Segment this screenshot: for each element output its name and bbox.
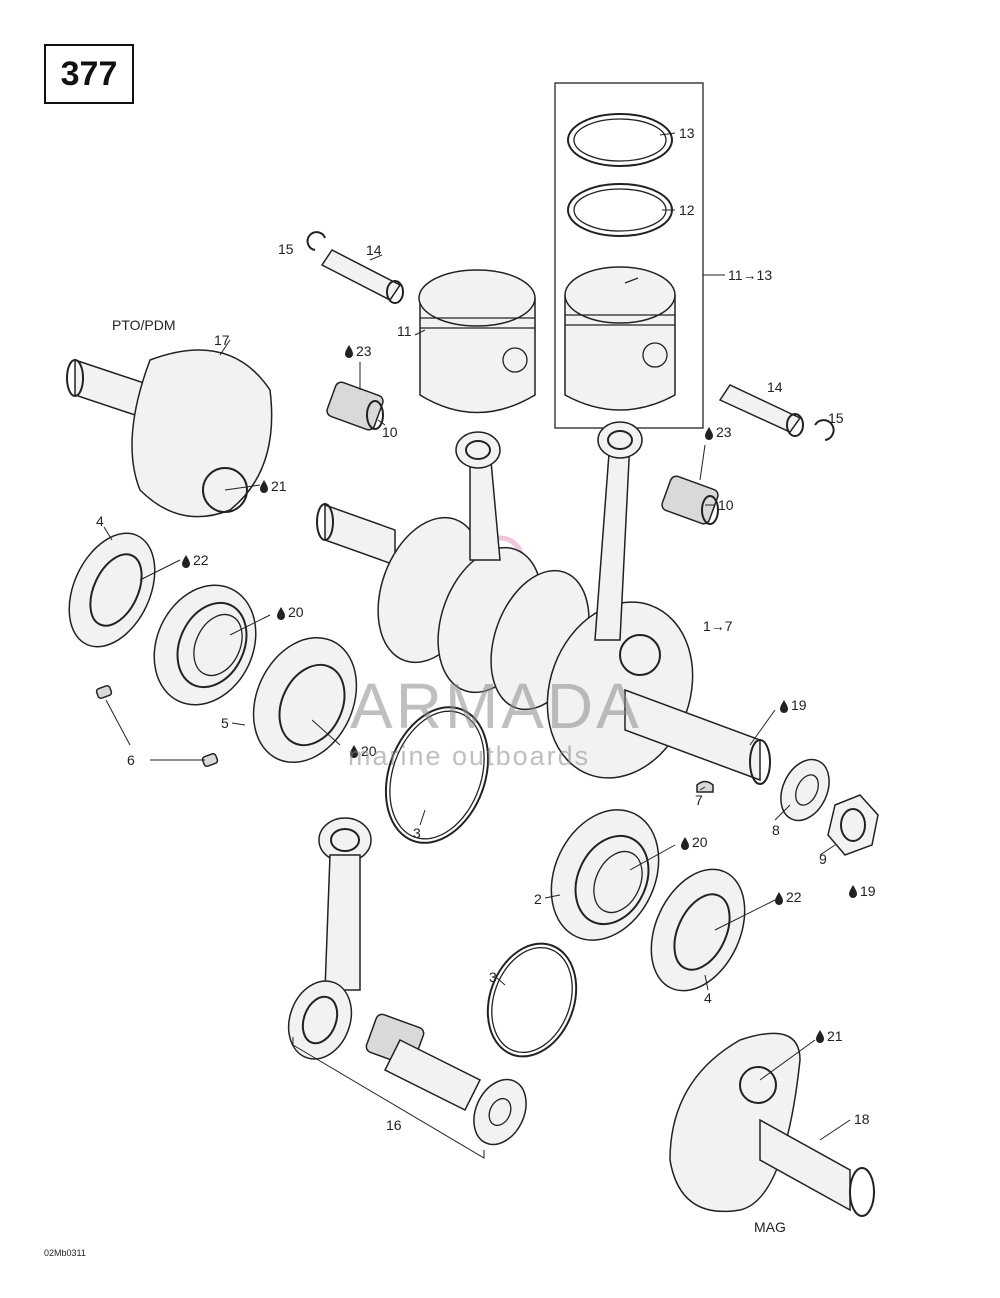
ball-bearing-20a <box>252 636 358 764</box>
label-21a: 21 <box>271 478 287 494</box>
ball-bearing-2 <box>550 809 660 941</box>
footer-code: 02Mb0311 <box>44 1248 86 1258</box>
oil-drop-icon <box>816 1030 824 1043</box>
label-7: 7 <box>695 792 703 808</box>
oil-drop-icon <box>681 837 689 850</box>
label-19a: 19 <box>791 697 807 713</box>
label-8: 8 <box>772 822 780 838</box>
label-10b: 10 <box>718 497 734 513</box>
label-6: 6 <box>127 752 135 768</box>
dowel-6a <box>95 685 113 699</box>
label-3a: 3 <box>413 825 421 841</box>
label-5: 5 <box>221 715 229 731</box>
oil-drop-icon <box>277 607 285 620</box>
label-4a: 4 <box>96 513 104 529</box>
o-ring-3a <box>384 706 490 844</box>
label-23b: 23 <box>716 424 732 440</box>
washer-8 <box>780 758 830 822</box>
oil-seal-4a <box>68 532 156 648</box>
label-10a: 10 <box>382 424 398 440</box>
oil-drop-icon <box>705 427 713 440</box>
label-23a: 23 <box>356 343 372 359</box>
piston-pin-14a <box>320 249 404 304</box>
label-17: 17 <box>214 332 230 348</box>
label-22a: 22 <box>193 552 209 568</box>
label-mag: MAG <box>754 1219 786 1235</box>
label-19b: 19 <box>860 883 876 899</box>
label-12: 12 <box>679 202 695 218</box>
label-21b: 21 <box>827 1028 843 1044</box>
label-13: 13 <box>679 125 695 141</box>
oil-drop-icon <box>849 885 857 898</box>
needle-bearing-10b <box>661 475 719 525</box>
label-20a: 20 <box>288 604 304 620</box>
label-11: 11 <box>397 323 412 339</box>
label-crank-set: 1→7 <box>703 618 733 634</box>
label-9: 9 <box>819 851 827 867</box>
piston-11 <box>418 269 536 414</box>
label-3b: 3 <box>489 969 497 985</box>
oil-drop-icon <box>780 700 788 713</box>
oil-drop-icon <box>775 892 783 905</box>
key-7 <box>696 780 714 793</box>
label-20c: 20 <box>692 834 708 850</box>
label-pto: PTO/PDM <box>112 317 176 333</box>
nut-9 <box>827 794 879 856</box>
crank-half-18 <box>669 1032 875 1217</box>
label-18: 18 <box>854 1111 870 1127</box>
clip-15b <box>814 419 835 441</box>
label-16: 16 <box>386 1117 402 1133</box>
watermark-brand: ARMADA <box>350 670 642 742</box>
label-14a: 14 <box>366 242 382 258</box>
oil-seal-4b <box>650 868 746 992</box>
oil-drop-icon <box>345 345 353 358</box>
watermark-tagline: marine outboards <box>348 741 590 771</box>
label-15b: 15 <box>828 410 844 426</box>
label-20b: 20 <box>361 743 377 759</box>
page-number: 377 <box>60 54 118 93</box>
page-number-box: 377 <box>44 44 134 104</box>
label-22b: 22 <box>786 889 802 905</box>
o-ring-3b <box>486 942 578 1058</box>
piston-ring-12 <box>567 183 673 237</box>
label-15a: 15 <box>278 241 294 257</box>
label-4b: 4 <box>704 990 712 1006</box>
label-14b: 14 <box>767 379 783 395</box>
connecting-rod-kit-16 <box>287 817 527 1146</box>
piston-ring-13 <box>567 113 673 167</box>
ball-bearing-5 <box>153 584 257 706</box>
label-piston-set: 11→13 <box>728 267 772 283</box>
dowel-6b <box>201 753 219 767</box>
piston-pin-14b <box>718 384 804 437</box>
needle-bearing-10a <box>326 381 384 431</box>
leader-lines <box>103 132 851 1141</box>
piston-boxed <box>564 266 676 411</box>
label-2: 2 <box>534 891 542 907</box>
oil-drop-icon <box>182 555 190 568</box>
crank-half-17 <box>66 349 273 518</box>
clip-15a <box>306 231 326 251</box>
crankshaft-assembly <box>316 421 771 785</box>
oil-drop-icon <box>260 480 268 493</box>
